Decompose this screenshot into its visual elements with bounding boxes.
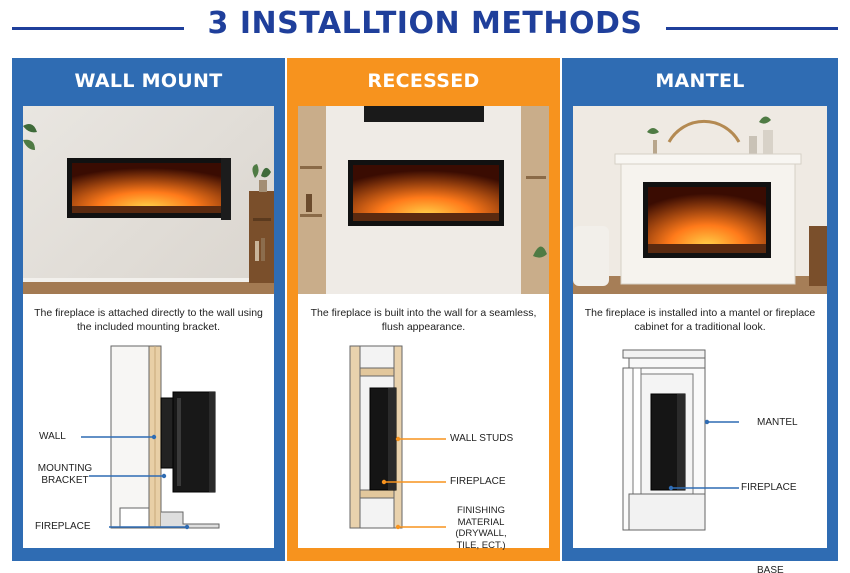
label-mantel: MANTEL xyxy=(757,417,798,428)
panel-mantel: MANTEL The fireplace is ins xyxy=(562,58,838,573)
label-fireplace-recessed: FIREPLACE xyxy=(450,476,506,487)
label-fireplace-wall: FIREPLACE xyxy=(35,521,91,532)
panel-title-wall-mount: WALL MOUNT xyxy=(74,70,223,92)
description-recessed: The fireplace is built into the wall for… xyxy=(310,307,537,333)
label-base: BASE xyxy=(757,565,784,573)
header: 3 INSTALLTION METHODS xyxy=(0,0,850,56)
diagram-recessed xyxy=(349,345,446,530)
label-wall-studs: WALL STUDS xyxy=(450,433,514,444)
description-wall-mount: The fireplace is attached directly to th… xyxy=(34,307,263,333)
diagram-mantel xyxy=(622,349,739,531)
card-mantel: The fireplace is installed into a mantel… xyxy=(573,294,827,573)
label-wall: WALL xyxy=(39,431,66,442)
diagram-wall-mount xyxy=(81,345,220,530)
panel-title-recessed: RECESSED xyxy=(367,70,480,92)
header-rule-right xyxy=(666,27,838,30)
label-finishing-material: FINISHING MATERIAL (DRYWALL, TILE, ECT.) xyxy=(455,505,507,551)
panel-title-mantel: MANTEL xyxy=(655,70,745,92)
label-fireplace-mantel: FIREPLACE xyxy=(741,482,797,493)
header-rule-left xyxy=(12,27,184,30)
card-wall-mount: The fireplace is attached directly to th… xyxy=(23,294,274,548)
panel-wall-mount: WALL MOUNT xyxy=(12,58,285,561)
card-recessed: The fireplace is built into the wall for… xyxy=(298,294,549,551)
panel-recessed: RECESSED The fireplace is built in xyxy=(287,58,560,561)
label-mounting-bracket: MOUNTING BRACKET xyxy=(37,463,93,486)
page-title: 3 INSTALLTION METHODS xyxy=(207,6,643,41)
description-mantel: The fireplace is installed into a mantel… xyxy=(584,307,816,333)
